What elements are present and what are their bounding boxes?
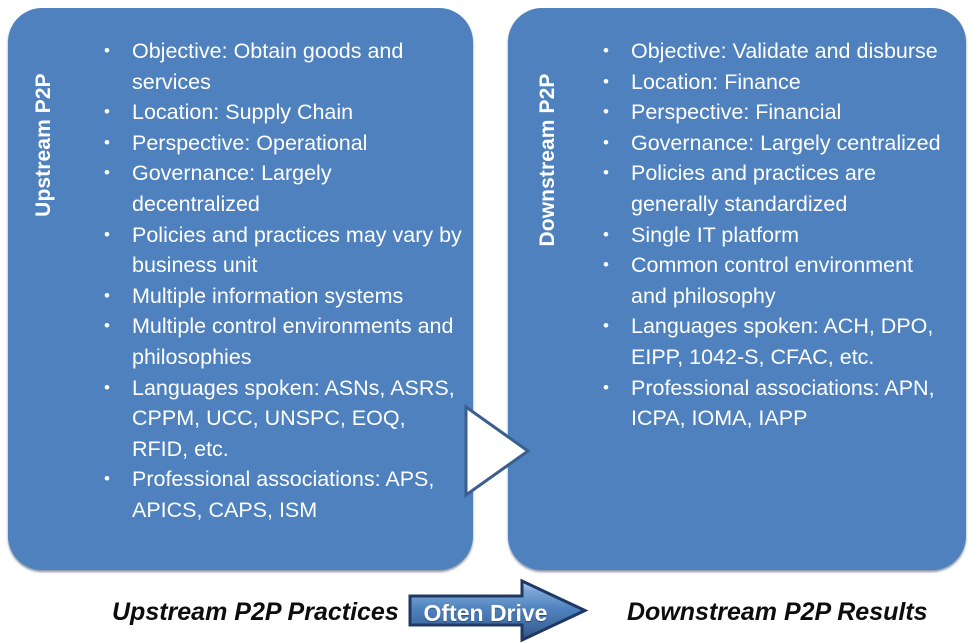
panel-downstream-p2p: Downstream P2P Objective: Validate and d… xyxy=(508,8,966,570)
footer-caption-left: Upstream P2P Practices xyxy=(112,598,399,626)
list-item: Location: Supply Chain xyxy=(96,97,464,128)
list-item: Multiple control environments and philos… xyxy=(96,311,464,372)
right-block-arrow-icon xyxy=(408,578,589,643)
list-item: Multiple information systems xyxy=(96,281,464,312)
list-item: Professional associations: APN, ICPA, IO… xyxy=(595,373,953,434)
right-triangle-arrow-icon xyxy=(464,404,531,498)
list-item: Policies and practices may vary by busin… xyxy=(96,220,464,281)
panel-downstream-side-label: Downstream P2P xyxy=(536,73,559,247)
list-item: Policies and practices are generally sta… xyxy=(595,158,953,219)
downstream-bullet-list: Objective: Validate and disburse Locatio… xyxy=(595,36,953,434)
panel-upstream-side-label: Upstream P2P xyxy=(32,73,55,217)
panel-upstream-p2p: Upstream P2P Objective: Obtain goods and… xyxy=(8,8,473,570)
list-item: Perspective: Financial xyxy=(595,97,953,128)
list-item: Languages spoken: ACH, DPO, EIPP, 1042-S… xyxy=(595,311,953,372)
footer-caption-right: Downstream P2P Results xyxy=(627,598,928,626)
upstream-bullet-list: Objective: Obtain goods and services Loc… xyxy=(96,36,464,526)
list-item: Objective: Obtain goods and services xyxy=(96,36,464,97)
list-item: Objective: Validate and disburse xyxy=(595,36,953,67)
list-item: Common control environment and philosoph… xyxy=(595,250,953,311)
list-item: Governance: Largely decentralized xyxy=(96,158,464,219)
list-item: Perspective: Operational xyxy=(96,128,464,159)
list-item: Languages spoken: ASNs, ASRS, CPPM, UCC,… xyxy=(96,373,464,465)
list-item: Professional associations: APS, APICS, C… xyxy=(96,464,464,525)
list-item: Location: Finance xyxy=(595,67,953,98)
list-item: Governance: Largely centralized xyxy=(595,128,953,159)
list-item: Single IT platform xyxy=(595,220,953,251)
